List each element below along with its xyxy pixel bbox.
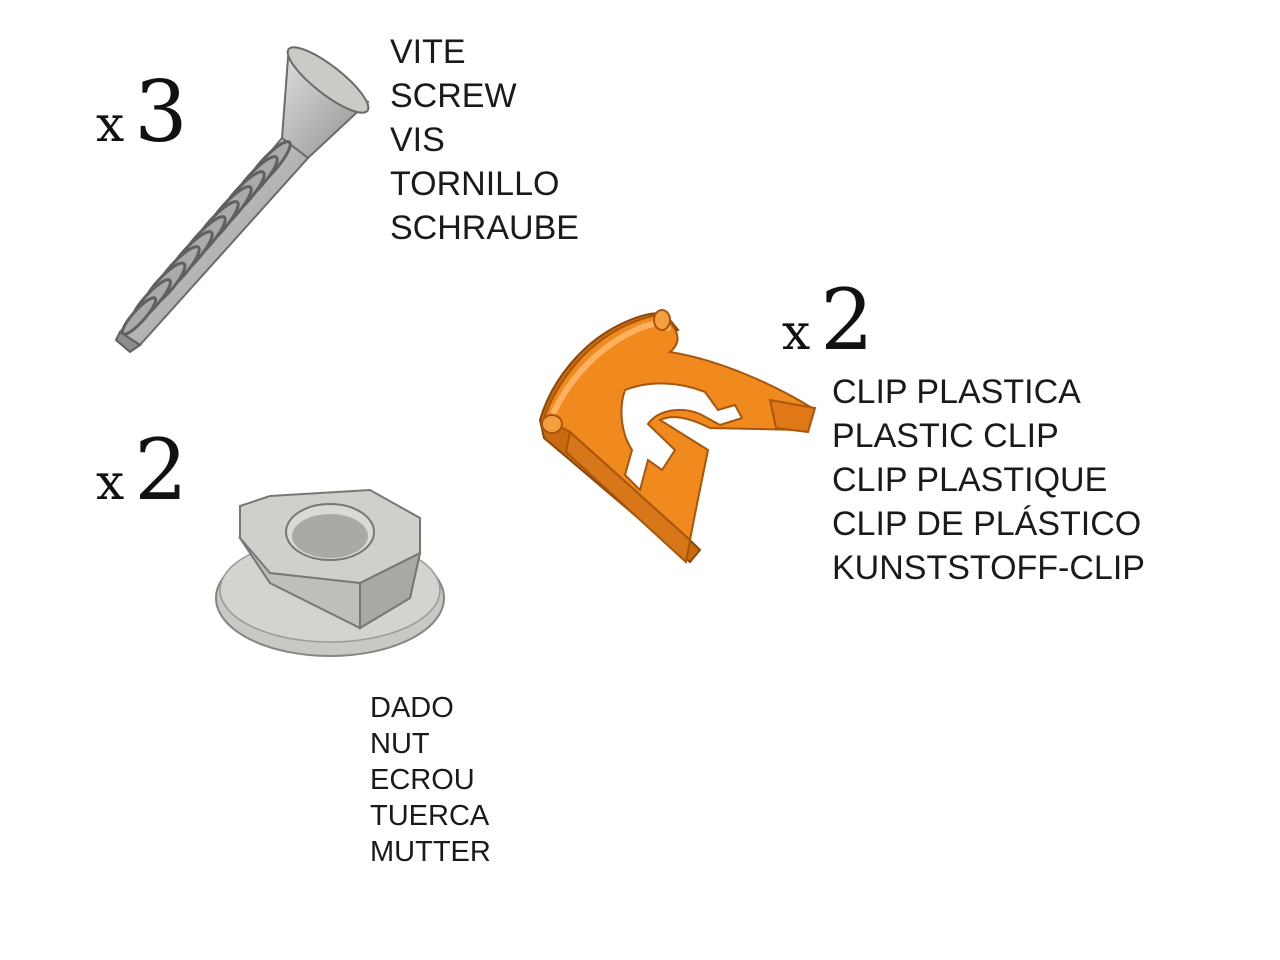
screw-qty-prefix: x [96, 95, 125, 153]
clip-label: CLIP PLASTIQUE [832, 461, 1108, 499]
screw-label: VITE [390, 33, 466, 71]
nut-label: TUERCA [370, 800, 490, 832]
screw-label: TORNILLO [390, 165, 560, 203]
nut-qty-count: 2 [134, 421, 188, 519]
screw-labels: VITE SCREW VIS TORNILLO SCHRAUBE [390, 30, 579, 250]
clip-label: CLIP PLASTICA [832, 373, 1081, 411]
clip-label: CLIP DE PLÁSTICO [832, 505, 1142, 543]
clip-qty-prefix: x [782, 303, 811, 361]
nut-labels: DADO NUT ECROU TUERCA MUTTER [370, 690, 491, 870]
clip-label: KUNSTSTOFF-CLIP [832, 549, 1145, 587]
clip-labels: CLIP PLASTICA PLASTIC CLIP CLIP PLASTIQU… [832, 370, 1145, 590]
nut-icon [215, 488, 445, 657]
nut-label: MUTTER [370, 836, 491, 868]
screw-qty-count: 3 [134, 63, 188, 161]
nut-qty-prefix: x [96, 453, 125, 511]
screw-label: VIS [390, 121, 445, 159]
screw-icon [114, 46, 370, 354]
clip-qty-count: 2 [820, 271, 874, 369]
clip-label: PLASTIC CLIP [832, 417, 1059, 455]
nut-label: NUT [370, 728, 430, 760]
screw-label: SCREW [390, 77, 517, 115]
nut-label: DADO [370, 692, 454, 724]
nut-label: ECROU [370, 764, 475, 796]
screw-label: SCHRAUBE [390, 209, 579, 247]
clip-icon [538, 309, 817, 564]
